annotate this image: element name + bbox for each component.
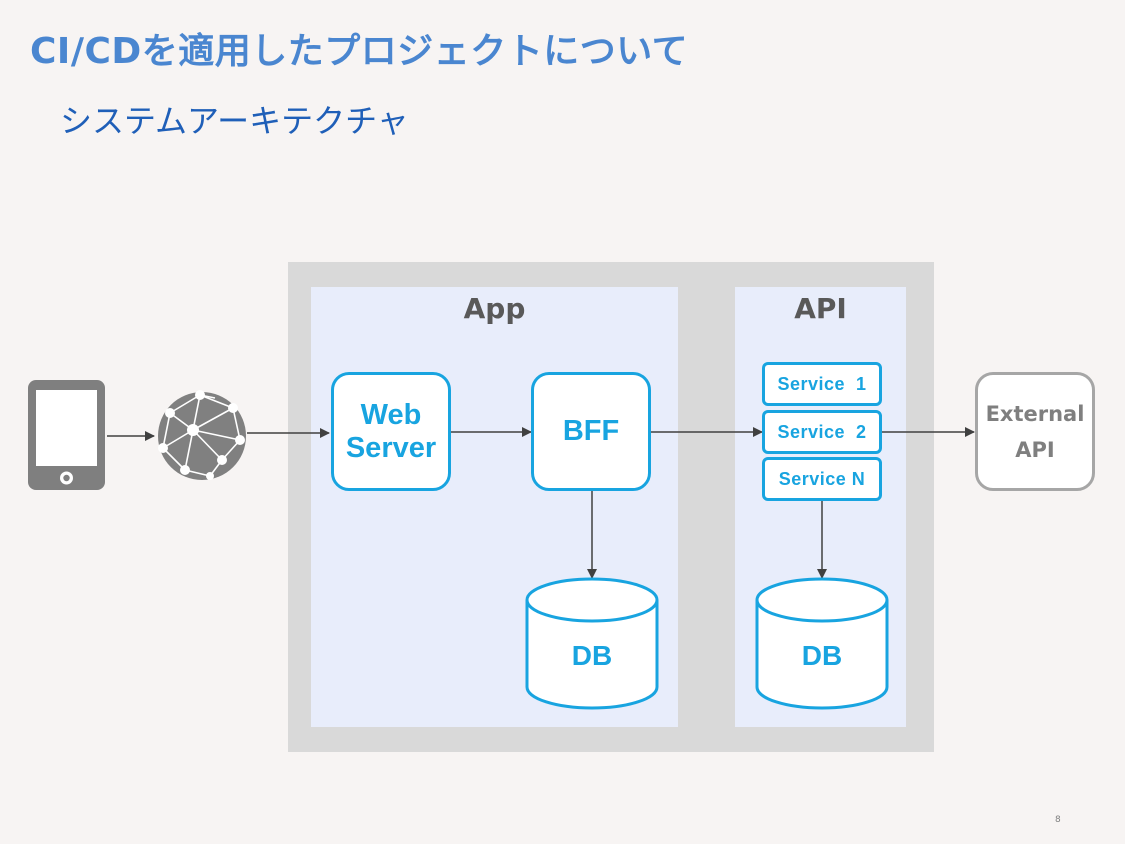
service-n-label: Service N	[778, 468, 866, 489]
service-n-node: Service N	[762, 457, 882, 501]
app-db-cylinder	[525, 577, 659, 710]
external-api-label-line2: API	[1015, 437, 1055, 462]
external-api-label-line1: External	[985, 401, 1085, 426]
globe-network-icon	[158, 390, 246, 480]
tablet-icon	[28, 380, 105, 490]
web-server-label-line2: Server	[345, 431, 437, 464]
api-db-label: DB	[801, 640, 843, 671]
service-2-label: Service 2	[777, 421, 867, 442]
bff-node: BFF	[531, 372, 651, 491]
page-number: 8	[1055, 815, 1061, 825]
web-server-label-line1: Web	[360, 398, 422, 431]
app-db-label: DB	[571, 640, 613, 671]
api-panel-label: API	[794, 292, 847, 325]
service-1-label: Service 1	[777, 373, 867, 394]
app-panel-label: App	[463, 292, 526, 325]
slide-subtitle: システムアーキテクチャ	[60, 102, 409, 140]
service-1-node: Service 1	[762, 362, 882, 406]
web-server-node: Web Server	[331, 372, 451, 491]
slide-title: CI/CDを適用したプロジェクトについて	[30, 31, 689, 72]
api-db-cylinder	[755, 577, 889, 710]
external-api-node: External API	[975, 372, 1095, 491]
bff-label: BFF	[562, 415, 620, 447]
service-2-node: Service 2	[762, 410, 882, 454]
